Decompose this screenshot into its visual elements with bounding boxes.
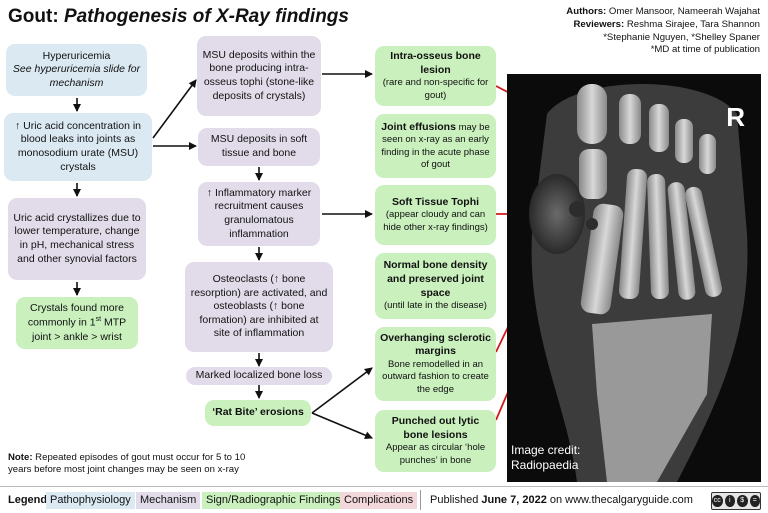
authors-names: Omer Mansoor, Nameerah Wajahat bbox=[608, 6, 760, 17]
rat-bite-text: ‘Rat Bite’ erosions bbox=[212, 406, 304, 419]
legend-mechanism: Mechanism bbox=[136, 492, 201, 509]
msu-within-text: MSU deposits within the bone producing i… bbox=[202, 48, 316, 102]
osteo-text: Osteoclasts (↑ bone resorption) are acti… bbox=[190, 272, 328, 340]
box-intra-osseus: Intra-osseus bone lesion (rare and non-s… bbox=[375, 46, 496, 106]
box-overhanging-margins: Overhanging sclerotic margins Bone remod… bbox=[375, 327, 496, 401]
effusion-text: Joint effusions may be seen on x-ray as … bbox=[381, 120, 490, 170]
box-hyperuricemia: Hyperuricemia See hyperuricemia slide fo… bbox=[6, 44, 147, 96]
box-soft-tissue-tophi: Soft Tissue Tophi (appear cloudy and can… bbox=[375, 185, 496, 245]
arrow-ratbite-to-punched bbox=[311, 412, 373, 439]
legend-sign: Sign/Radiographic Findings bbox=[202, 492, 345, 509]
hyperuricemia-label: Hyperuricemia bbox=[42, 49, 111, 62]
hyperuricemia-note: See hyperuricemia slide for mechanism bbox=[12, 63, 141, 89]
side-marker: R bbox=[726, 102, 745, 132]
box-uric-acid: ↑ Uric acid concentration in blood leaks… bbox=[4, 113, 152, 181]
page-title: Gout: Pathogenesis of X-Ray findings bbox=[8, 6, 349, 28]
tophi-sub: (appear cloudy and can hide other x-ray … bbox=[383, 209, 488, 233]
box-crystals-found: Crystals found more commonly in 1st MTP … bbox=[16, 297, 138, 349]
box-msu-within: MSU deposits within the bone producing i… bbox=[197, 36, 321, 116]
arrow-ratbite-to-overhang bbox=[311, 367, 373, 414]
overhang-sub: Bone remodelled in an outward fashion to… bbox=[382, 359, 489, 395]
box-inflammatory: ↑ Inflammatory marker recruitment causes… bbox=[198, 182, 320, 246]
legend-divider bbox=[420, 490, 421, 510]
reviewers-label: Reviewers: bbox=[573, 18, 625, 30]
msu-soft-text: MSU deposits in soft tissue and bone bbox=[210, 133, 308, 159]
marked-text: Marked localized bone loss bbox=[195, 369, 323, 382]
intra-sub: (rare and non-specific for gout) bbox=[382, 77, 489, 101]
footnote: Note: Repeated episodes of gout must occ… bbox=[8, 452, 268, 477]
uric-acid-text: ↑ Uric acid concentration in blood leaks… bbox=[14, 119, 142, 173]
box-osteoclasts: Osteoclasts (↑ bone resorption) are acti… bbox=[185, 262, 333, 352]
normal-title: Normal bone density and preserved joint … bbox=[383, 259, 488, 299]
overhang-title: Overhanging sclerotic margins bbox=[380, 331, 491, 358]
title-sub: Pathogenesis of X-Ray findings bbox=[63, 6, 349, 27]
legend-bar: Legend: Pathophysiology Mechanism Sign/R… bbox=[0, 486, 768, 513]
box-normal-bone-density: Normal bone density and preserved joint … bbox=[375, 253, 496, 319]
reviewers-names-2: *Stephanie Nguyen, *Shelley Spaner bbox=[603, 31, 760, 43]
legend-complications: Complications bbox=[340, 492, 418, 509]
normal-sub: (until late in the disease) bbox=[384, 300, 487, 312]
image-credit: Image credit: Radiopaedia bbox=[511, 442, 581, 473]
note-label: Note: bbox=[8, 452, 33, 463]
title-main: Gout: bbox=[8, 6, 59, 27]
md-note: *MD at time of publication bbox=[650, 44, 760, 56]
published-info: Published June 7, 2022 on www.thecalgary… bbox=[430, 494, 693, 506]
punched-sub: Appear as circular ‘hole punches’ in bon… bbox=[385, 442, 486, 466]
reviewers-names: Reshma Sirajee, Tara Shannon bbox=[626, 18, 760, 30]
punched-title: Punched out lytic bone lesions bbox=[391, 415, 480, 441]
box-punched-out-lesions: Punched out lytic bone lesions Appear as… bbox=[375, 410, 496, 472]
intra-title: Intra-osseus bone lesion bbox=[390, 50, 481, 76]
authors-block: Authors: Omer Mansoor, Nameerah Wajahat … bbox=[566, 6, 760, 57]
foot-xray-illustration bbox=[529, 84, 748, 482]
box-crystallizes: Uric acid crystallizes due to lower temp… bbox=[8, 198, 146, 280]
legend-label: Legend: bbox=[8, 494, 51, 506]
note-text: Repeated episodes of gout must occur for… bbox=[8, 452, 246, 476]
xray-image: R Image credit: Radiopaedia bbox=[507, 74, 761, 482]
inflam-text: ↑ Inflammatory marker recruitment causes… bbox=[206, 186, 312, 240]
box-joint-effusions: Joint effusions may be seen on x-ray as … bbox=[375, 114, 496, 178]
legend-pathophysiology: Pathophysiology bbox=[46, 492, 135, 509]
crystallizes-text: Uric acid crystallizes due to lower temp… bbox=[13, 211, 141, 265]
box-rat-bite: ‘Rat Bite’ erosions bbox=[205, 400, 311, 426]
box-msu-soft: MSU deposits in soft tissue and bone bbox=[198, 128, 320, 166]
authors-label: Authors: bbox=[566, 6, 607, 17]
crystals-found-text: Crystals found more commonly in 1st MTP … bbox=[27, 301, 127, 343]
tophi-title: Soft Tissue Tophi bbox=[391, 195, 480, 208]
arrow-uric-to-msu-within bbox=[152, 79, 197, 139]
box-marked-bone-loss: Marked localized bone loss bbox=[186, 367, 332, 385]
